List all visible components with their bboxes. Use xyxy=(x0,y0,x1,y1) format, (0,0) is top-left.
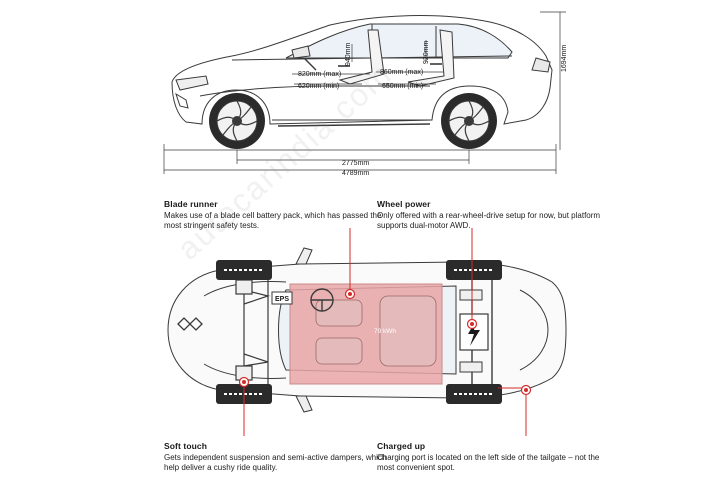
wheel-rear-left xyxy=(446,260,502,280)
callout-body: Charging port is located on the left sid… xyxy=(377,453,600,472)
dim-wheelbase: 2775mm xyxy=(342,160,369,167)
callout-charged-up: Charged up Charging port is located on t… xyxy=(377,441,607,473)
wheel-front-left xyxy=(216,260,272,280)
marker-charge-port xyxy=(520,384,532,396)
marker-suspension xyxy=(238,376,250,388)
dimension-lines xyxy=(163,11,566,174)
dim-length: 4789mm xyxy=(342,170,369,177)
callout-leaders xyxy=(243,228,527,436)
steering-wheel-icon xyxy=(310,288,334,312)
callout-body: Gets independent suspension and semi-act… xyxy=(164,453,387,472)
callout-title: Soft touch xyxy=(164,441,208,451)
side-window xyxy=(285,23,513,59)
front-wheel-side xyxy=(209,93,265,149)
dim-headroom-front: 940mm xyxy=(345,42,352,66)
eps-unit: EPS xyxy=(271,291,293,305)
rear-wheel-side xyxy=(441,93,497,149)
rear-seat xyxy=(407,29,455,87)
callout-soft-touch: Soft touch Gets independent suspension a… xyxy=(164,441,394,473)
dim-headroom-rear: 920mm xyxy=(423,40,430,64)
marker-battery xyxy=(344,288,356,300)
dim-legroom-front-min: 620mm (min) xyxy=(298,83,339,90)
dim-height: 1694mm xyxy=(561,45,568,72)
front-suspension xyxy=(235,270,271,390)
callout-body: Makes use of a blade cell battery pack, … xyxy=(164,211,382,230)
callout-title: Blade runner xyxy=(164,199,218,209)
callout-title: Charged up xyxy=(377,441,426,451)
lightning-bolt-icon xyxy=(468,320,480,346)
brand-logo xyxy=(177,317,203,331)
eps-label: EPS xyxy=(275,296,289,303)
callout-blade-runner: Blade runner Makes use of a blade cell b… xyxy=(164,199,394,231)
callout-markers xyxy=(238,288,532,396)
dim-legroom-front-max: 820mm (max) xyxy=(298,71,341,78)
callout-title: Wheel power xyxy=(377,199,431,209)
battery-pack: 79 kWh xyxy=(289,283,443,385)
callout-wheel-power: Wheel power Only offered with a rear-whe… xyxy=(377,199,607,231)
side-view-car xyxy=(171,15,553,127)
wheel-rear-right xyxy=(446,384,502,404)
callout-body: Only offered with a rear-wheel-drive set… xyxy=(377,211,601,230)
battery-capacity-label: 79 kWh xyxy=(374,328,396,335)
marker-drive xyxy=(466,318,478,330)
dim-legroom-rear-max: 860mm (max) xyxy=(380,69,423,76)
dim-legroom-rear-min: 650mm (min) xyxy=(382,83,423,90)
car-body-outline xyxy=(171,15,553,125)
